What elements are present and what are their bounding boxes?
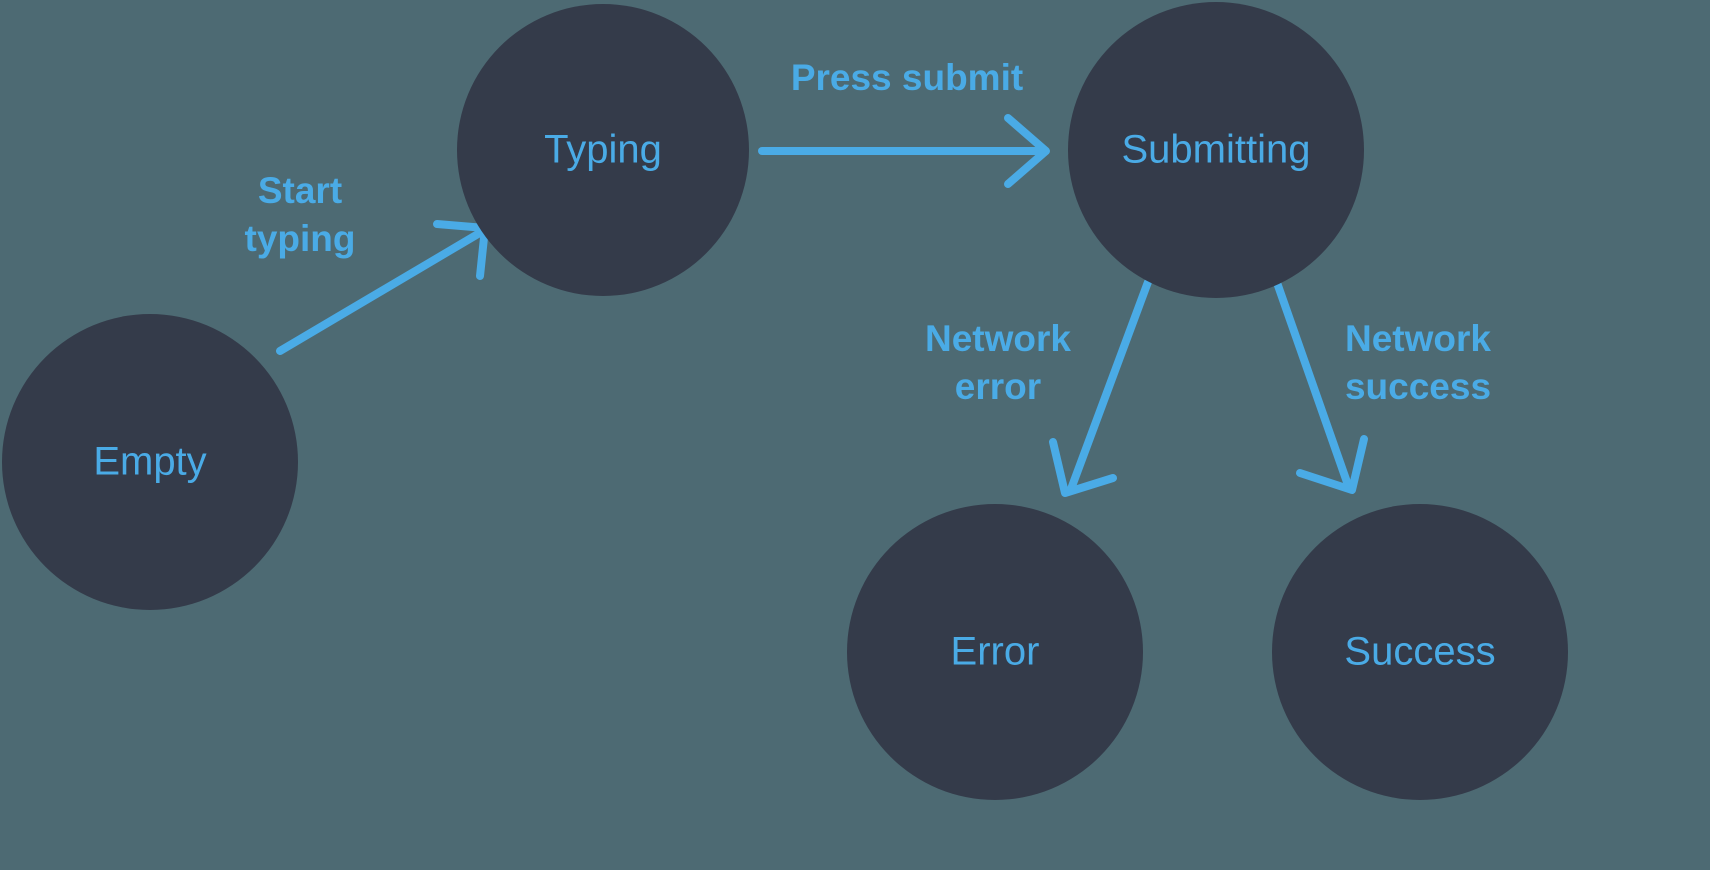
edge-label-empty-to-typing-line-2: typing — [245, 218, 356, 259]
state-node-error-label: Error — [951, 630, 1040, 674]
edge-empty-to-typing-line — [276, 227, 487, 355]
edge-submitting-to-success-line — [1271, 273, 1352, 489]
edge-submitting-to-success[interactable] — [1271, 273, 1368, 494]
state-node-error-circle — [847, 504, 1143, 800]
edge-label-submitting-to-success-line-1: Network — [1345, 318, 1491, 359]
state-node-empty[interactable]: Empty — [2, 314, 298, 610]
edge-submitting-to-error[interactable] — [1049, 278, 1152, 497]
state-node-success[interactable]: Success — [1272, 504, 1568, 800]
state-node-success-label: Success — [1344, 630, 1495, 674]
state-node-empty-label: Empty — [93, 440, 206, 484]
edge-label-submitting-to-error-line-2: error — [955, 366, 1041, 407]
edge-label-empty-to-typing: Start typing — [245, 170, 356, 259]
edge-label-empty-to-typing-line-1: Start — [258, 170, 342, 211]
edge-typing-to-submitting[interactable] — [758, 114, 1050, 188]
state-node-submitting[interactable]: Submitting — [1068, 2, 1364, 298]
state-node-typing[interactable]: Typing — [457, 4, 749, 296]
edge-typing-to-submitting-arrowhead-icon — [1004, 114, 1050, 188]
edge-label-submitting-to-success: Network success — [1345, 318, 1491, 407]
edge-submitting-to-success-arrowhead-icon — [1296, 435, 1368, 494]
state-node-error[interactable]: Error — [847, 504, 1143, 800]
edge-label-submitting-to-error: Network error — [925, 318, 1071, 407]
edge-label-submitting-to-error-line-1: Network — [925, 318, 1071, 359]
state-node-empty-circle — [2, 314, 298, 610]
state-node-success-circle — [1272, 504, 1568, 800]
edge-submitting-to-error-arrowhead-icon — [1049, 438, 1117, 497]
edge-submitting-to-error-line — [1067, 278, 1152, 493]
state-node-typing-label: Typing — [544, 128, 662, 172]
edge-label-typing-to-submitting-line-1: Press submit — [791, 57, 1023, 98]
state-node-typing-circle — [457, 4, 749, 296]
edge-label-submitting-to-success-line-2: success — [1345, 366, 1491, 407]
state-node-submitting-circle — [1068, 2, 1364, 298]
edge-label-typing-to-submitting: Press submit — [791, 57, 1023, 98]
state-node-submitting-label: Submitting — [1122, 128, 1311, 172]
